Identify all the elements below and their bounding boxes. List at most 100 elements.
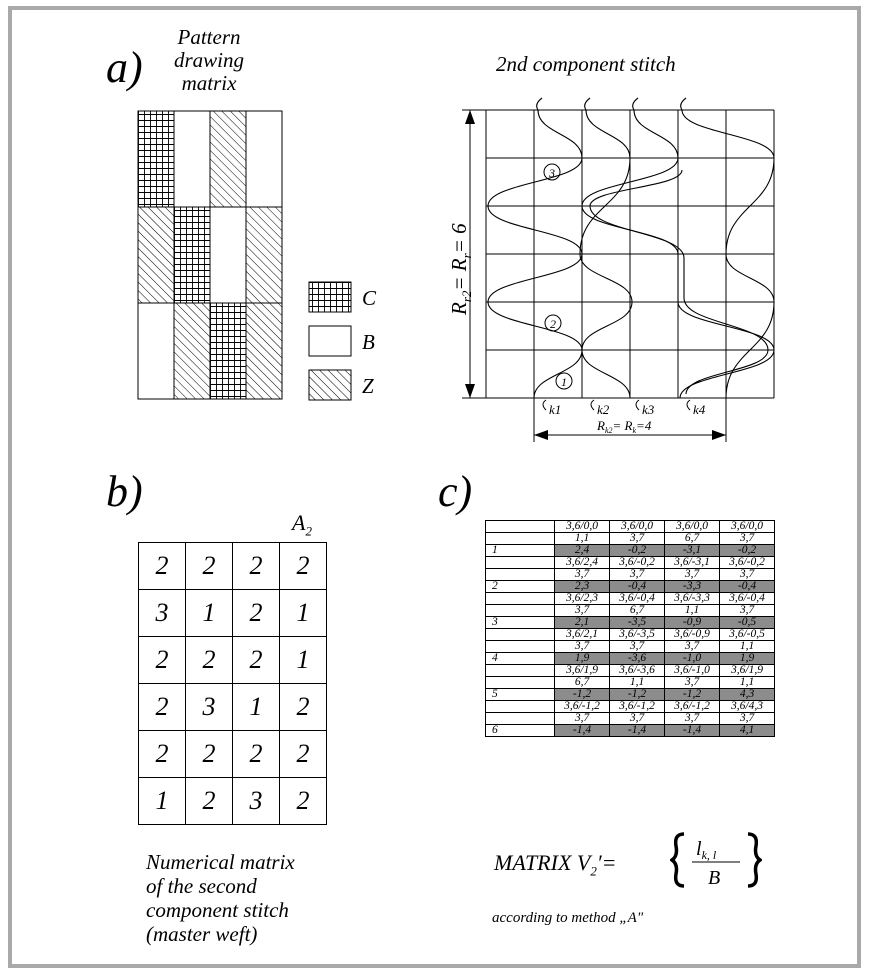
matrix-b-header: A2 [292, 510, 312, 539]
matrix-c-cell: 3,7 [609, 712, 665, 725]
matrix-c-cell: 3,6/0,0 [609, 520, 665, 533]
matrix-c-cell: -3,6 [609, 652, 665, 665]
matrix-c-cell: 3,7 [554, 568, 610, 581]
matrix-b-cell: 2 [232, 589, 280, 637]
panel-a-label: a) [106, 43, 143, 92]
matrix-c-row-label: 6 [485, 724, 555, 737]
matrix-c-cell: 2,4 [554, 544, 610, 557]
k2-hook [590, 399, 595, 411]
right-brace [747, 832, 762, 888]
pattern-title-line-1: Pattern [177, 25, 241, 49]
matrix-c-cell: 3,6/2,1 [554, 628, 610, 641]
legend-label-c: C [362, 286, 377, 310]
matrix-c-cell: 3,6/4,3 [719, 700, 775, 713]
matrix-c-cell: 3,6/-0,2 [719, 556, 775, 569]
caption-line-1: Numerical matrix [146, 850, 295, 874]
matrix-b-cell: 2 [185, 730, 233, 778]
k3-hook [635, 399, 640, 411]
matrix-c-cell: -0,4 [609, 580, 665, 593]
arrowhead-left [534, 430, 548, 440]
matrix-c-cell: 6,7 [664, 532, 720, 545]
fraction-denominator: B [708, 867, 720, 889]
matrix-c-cell: 2,1 [554, 616, 610, 629]
pattern-cell-C [173, 206, 211, 304]
matrix-c-cell: 3,7 [719, 712, 775, 725]
matrix-c-cell: 3,6/-0,4 [719, 592, 775, 605]
col-label-k3: k3 [642, 402, 655, 417]
matrix-c-cell: 3,6/-0,4 [609, 592, 665, 605]
matrix-b-cell: 2 [279, 542, 327, 590]
matrix-c-cell: 6,7 [609, 604, 665, 617]
col-label-k1: k1 [549, 402, 561, 417]
caption-line-2: of the second [146, 874, 257, 898]
matrix-b-cell: 2 [138, 542, 186, 590]
matrix-c-row-label: 4 [485, 652, 555, 665]
matrix-b-cell: 2 [232, 542, 280, 590]
matrix-c-cell: 3,7 [719, 604, 775, 617]
matrix-c-row-label: 3 [485, 616, 555, 629]
matrix-c-cell: 3,6/-0,9 [664, 628, 720, 641]
legend-swatch-c [308, 281, 352, 313]
matrix-c-cell: 3,6/2,3 [554, 592, 610, 605]
matrix-c-row-label [485, 604, 555, 617]
matrix-c-cell: -3,1 [664, 544, 720, 557]
matrix-c-cell: 1,1 [719, 640, 775, 653]
circle-marker-2 [544, 314, 562, 332]
stitch-title: 2nd component stitch [496, 52, 676, 76]
weft-path-1 [487, 97, 583, 399]
matrix-c-cell: 3,6/-3,3 [664, 592, 720, 605]
matrix-b-caption: Numerical matrix of the second component… [146, 850, 295, 946]
matrix-c-cell: 3,7 [554, 604, 610, 617]
vertical-dimension-label: Rr2= Rr= 6 [447, 223, 474, 316]
matrix-c-cell: 3,6/1,9 [719, 664, 775, 677]
panel-a-graphics [137, 110, 352, 401]
pattern-cell-Z [245, 206, 283, 304]
matrix-c-cell: -1,4 [554, 724, 610, 737]
matrix-c-cell: -1,4 [609, 724, 665, 737]
matrix-c-cell: 3,7 [719, 568, 775, 581]
matrix-c-cell: 1,9 [554, 652, 610, 665]
matrix-b-cell: 2 [232, 730, 280, 778]
matrix-c-cell: 3,7 [609, 640, 665, 653]
matrix-c-cell: 1,1 [664, 604, 720, 617]
matrix-c-cell: 3,6/0,0 [664, 520, 720, 533]
matrix-c-cell: 3,6/-3,5 [609, 628, 665, 641]
panel-b-label: b) [106, 467, 143, 516]
matrix-c-cell: 1,1 [609, 676, 665, 689]
legend-swatch-z [308, 369, 352, 401]
matrix-c-cell: 4,3 [719, 688, 775, 701]
matrix-b-cell: 2 [185, 636, 233, 684]
circle-label-3: 3 [548, 166, 555, 180]
pattern-title-line-3: matrix [181, 71, 237, 95]
matrix-c-row-label [485, 532, 555, 545]
matrix-c-row-label: 5 [485, 688, 555, 701]
fraction-numerator: lk, l [696, 838, 717, 862]
matrix-c-cell: 3,7 [554, 712, 610, 725]
matrix-b-cell: 1 [232, 683, 280, 731]
arrowhead-up [465, 110, 475, 124]
left-brace [670, 832, 685, 888]
matrix-c-cell: 3,6/-3,6 [609, 664, 665, 677]
formula-fraction: lk, l B [670, 832, 762, 889]
weft-path-4 [680, 97, 775, 399]
stitch-diagram: 3 2 1 k1 k2 k3 k4 Rk2= Rk=4 Rr2= Rr= 6 [447, 97, 775, 442]
matrix-b-cell: 2 [279, 683, 327, 731]
matrix-c-row-label [485, 676, 555, 689]
matrix-c-row-label: 2 [485, 580, 555, 593]
pattern-title-line-2: drawing [174, 48, 245, 72]
matrix-b-cell: 1 [185, 589, 233, 637]
